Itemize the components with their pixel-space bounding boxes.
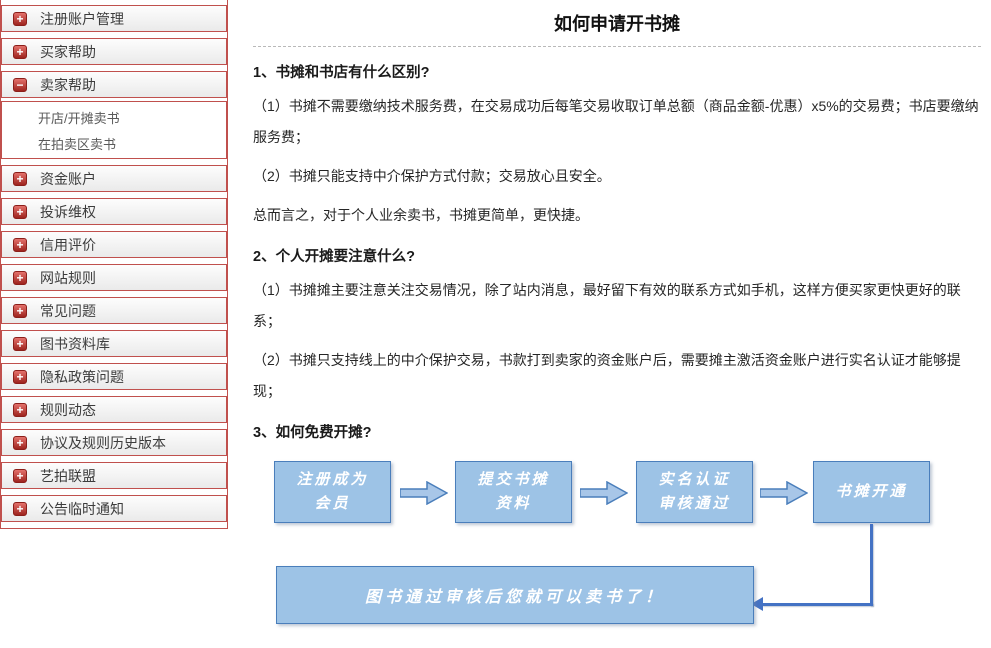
expand-plus-icon[interactable]: +	[13, 44, 27, 59]
expand-plus-icon[interactable]: +	[13, 204, 27, 219]
sidebar-item-agreement-history[interactable]: + 协议及规则历史版本	[1, 429, 227, 456]
expand-plus-icon[interactable]: +	[13, 435, 27, 450]
flow-step-stall-opened: 书摊开通	[813, 461, 930, 523]
submenu-link-open-shop-or-stall[interactable]: 开店/开摊卖书	[38, 111, 120, 126]
connector-vertical-line	[870, 524, 873, 606]
question-1-summary: 总而言之，对于个人业余卖书，书摊更简单，更快捷。	[253, 207, 589, 223]
content-area: 如何申请开书摊 1、书摊和书店有什么区别? （1）书摊不需要缴纳技术服务费，在交…	[229, 0, 991, 643]
expand-plus-icon[interactable]: +	[13, 369, 27, 384]
question-2-paragraph-1: （1）书摊摊主要注意关注交易情况，除了站内消息，最好留下有效的联系方式如手机，这…	[253, 282, 961, 329]
flow-step-submit-info: 提交书摊 资料	[455, 461, 572, 523]
question-1-paragraph-2: （2）书摊只能支持中介保护方式付款；交易放心且安全。	[253, 168, 611, 184]
sidebar-item-label: 投诉维权	[40, 203, 96, 220]
expand-plus-icon[interactable]: +	[13, 270, 27, 285]
sidebar-item-label: 隐私政策问题	[40, 368, 124, 385]
sidebar-item-label: 买家帮助	[40, 43, 96, 60]
expand-plus-icon[interactable]: +	[13, 402, 27, 417]
question-2-heading: 2、个人开摊要注意什么?	[253, 249, 415, 265]
help-sidebar: + 注册账户管理 + 买家帮助 − 卖家帮助 开店/开摊卖书 在拍卖区卖书 + …	[0, 0, 228, 529]
sidebar-item-register-account[interactable]: + 注册账户管理	[1, 5, 227, 32]
sidebar-item-announcements[interactable]: + 公告临时通知	[1, 495, 227, 522]
sidebar-item-label: 信用评价	[40, 236, 96, 253]
question-2-paragraph-2: （2）书摊只支持线上的中介保护交易，书款打到卖家的资金账户后，需要摊主激活资金账…	[253, 352, 961, 399]
open-stall-flowchart: 注册成为 会员 提交书摊 资料 实名认证 审核通过 书摊开通 图书通过审核后您就…	[253, 451, 981, 648]
expand-plus-icon[interactable]: +	[13, 171, 27, 186]
sidebar-item-label: 图书资料库	[40, 335, 110, 352]
connector-horizontal-line	[762, 603, 873, 606]
sidebar-item-label: 卖家帮助	[40, 76, 96, 93]
sidebar-item-label: 网站规则	[40, 269, 96, 286]
question-1-heading: 1、书摊和书店有什么区别?	[253, 65, 430, 81]
expand-plus-icon[interactable]: +	[13, 303, 27, 318]
expand-plus-icon[interactable]: +	[13, 336, 27, 351]
sidebar-item-book-database[interactable]: + 图书资料库	[1, 330, 227, 357]
sidebar-item-buyer-help[interactable]: + 买家帮助	[1, 38, 227, 65]
flow-step-real-name-verify: 实名认证 审核通过	[636, 461, 753, 523]
sidebar-item-rule-updates[interactable]: + 规则动态	[1, 396, 227, 423]
sidebar-item-label: 协议及规则历史版本	[40, 434, 166, 451]
flow-step-label: 书摊开通	[835, 483, 908, 500]
sidebar-item-label: 规则动态	[40, 401, 96, 418]
sidebar-item-label: 资金账户	[40, 170, 96, 187]
flow-step-label: 提交书摊	[477, 471, 550, 488]
question-1-paragraph-1: （1）书摊不需要缴纳技术服务费，在交易成功后每笔交易收取订单总额（商品金额-优惠…	[253, 98, 979, 145]
sidebar-item-fund-account[interactable]: + 资金账户	[1, 165, 227, 192]
flow-step-label: 资料	[495, 495, 532, 512]
flow-step-label: 审核通过	[658, 495, 731, 512]
sidebar-item-label: 艺拍联盟	[40, 467, 96, 484]
sidebar-item-label: 常见问题	[40, 302, 96, 319]
expand-plus-icon[interactable]: +	[13, 237, 27, 252]
sidebar-item-credit-rating[interactable]: + 信用评价	[1, 231, 227, 258]
sidebar-item-seller-help[interactable]: − 卖家帮助	[1, 71, 227, 98]
question-3-heading: 3、如何免费开摊?	[253, 425, 372, 441]
expand-plus-icon[interactable]: +	[13, 468, 27, 483]
sidebar-item-complaints[interactable]: + 投诉维权	[1, 198, 227, 225]
submenu-link-sell-in-auction-area[interactable]: 在拍卖区卖书	[38, 137, 117, 152]
expand-plus-icon[interactable]: +	[13, 11, 27, 26]
connector-arrowhead-icon	[751, 597, 763, 611]
sidebar-item-faq[interactable]: + 常见问题	[1, 297, 227, 324]
flow-final-label: 图书通过审核后您就可以卖书了！	[364, 589, 665, 606]
flow-step-label: 注册成为	[296, 471, 369, 488]
seller-help-submenu: 开店/开摊卖书 在拍卖区卖书	[1, 101, 227, 159]
flow-step-label: 会员	[314, 495, 351, 512]
sidebar-item-label: 公告临时通知	[40, 500, 124, 517]
sidebar-item-art-auction-alliance[interactable]: + 艺拍联盟	[1, 462, 227, 489]
page-title: 如何申请开书摊	[554, 14, 680, 34]
flow-step-label: 实名认证	[658, 471, 731, 488]
sidebar-item-site-rules[interactable]: + 网站规则	[1, 264, 227, 291]
sidebar-item-privacy-policy[interactable]: + 隐私政策问题	[1, 363, 227, 390]
flow-arrow-icon	[580, 481, 628, 505]
flow-step-register-member: 注册成为 会员	[274, 461, 391, 523]
dashed-divider	[253, 46, 981, 47]
flow-final-result-box: 图书通过审核后您就可以卖书了！	[276, 566, 754, 624]
sidebar-menu: + 注册账户管理 + 买家帮助 − 卖家帮助 开店/开摊卖书 在拍卖区卖书 + …	[1, 0, 227, 522]
sidebar-item-label: 注册账户管理	[40, 10, 124, 27]
flow-arrow-icon	[400, 481, 448, 505]
flow-arrow-icon	[760, 481, 808, 505]
expand-plus-icon[interactable]: +	[13, 501, 27, 516]
collapse-minus-icon[interactable]: −	[13, 77, 27, 92]
